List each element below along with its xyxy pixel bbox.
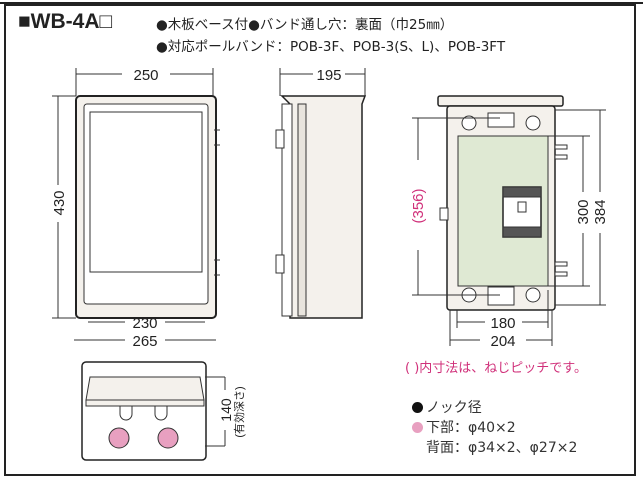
dim-265: 265 — [132, 333, 157, 350]
front-dimensions — [52, 68, 216, 341]
dim-204: 204 — [490, 333, 515, 350]
dim-430: 430 — [51, 190, 68, 215]
dim-230: 230 — [132, 315, 157, 332]
knock-back: 背面：φ34×2、φ27×2 — [426, 440, 578, 456]
dim-250: 250 — [133, 67, 158, 84]
bullet-icon — [412, 402, 423, 413]
bottom-view — [81, 361, 226, 461]
knock-title: ノック径 — [426, 400, 482, 416]
back-view — [437, 95, 568, 311]
dim-195: 195 — [316, 67, 341, 84]
front-view — [75, 95, 220, 319]
dim-180: 180 — [490, 315, 515, 332]
pitch-note: ( )内寸法は、ねじピッチです。 — [405, 361, 587, 376]
spec-line-2: ●対応ポールバンド：POB-3F、POB-3(S、L)、POB-3FT — [156, 39, 506, 55]
top-rule — [0, 2, 643, 4]
dim-140: 140 — [218, 398, 234, 422]
dim-300: 300 — [575, 199, 592, 224]
knock-bottom: 下部：φ40×2 — [426, 420, 516, 436]
dim-384: 384 — [592, 199, 609, 224]
drawing-frame — [4, 4, 636, 476]
pink-bullet-icon — [412, 422, 423, 433]
back-dimensions — [412, 109, 606, 346]
dim-356: (356) — [410, 188, 427, 223]
model-title: ■WB-4A□ — [18, 10, 113, 33]
effective-depth-label: (有効深さ) — [232, 386, 246, 437]
side-view — [275, 68, 367, 319]
knock-legend: ノック径 下部：φ40×2 背面：φ34×2、φ27×2 — [412, 398, 577, 458]
spec-line-1: ●木板ベース付●バンド通し穴：裏面（巾25㎜） — [156, 17, 454, 33]
